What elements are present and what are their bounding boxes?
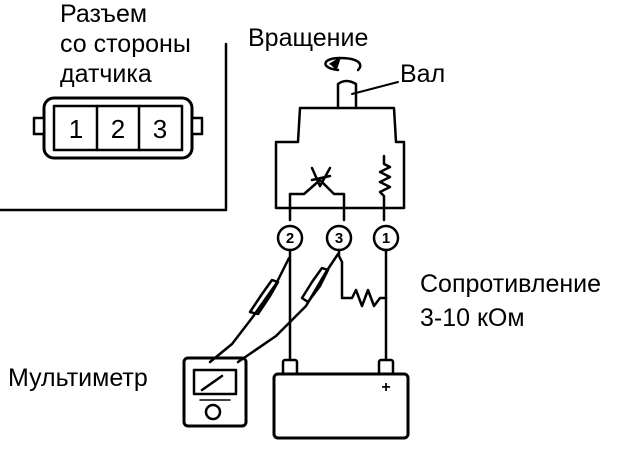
battery: [272, 358, 410, 440]
connector-label-line1: Разъем: [60, 0, 147, 28]
sensor-internals: [288, 154, 392, 222]
terminal-label-2: 2: [286, 230, 294, 247]
connector-pin-1: 1: [69, 114, 83, 144]
connector-pin-2: 2: [111, 114, 125, 144]
connector-label-line2: со стороны: [60, 30, 191, 58]
shaft: [336, 79, 358, 110]
rotation-label: Вращение: [248, 24, 368, 52]
shaft-label: Вал: [400, 60, 445, 88]
terminal-label-3: 3: [335, 230, 343, 247]
multimeter-label: Мультиметр: [8, 364, 148, 392]
shaft-leader-line: [351, 81, 399, 95]
connector-pin-3: 3: [153, 114, 167, 144]
battery-plus-sign: +: [381, 379, 390, 396]
connector-outline: [32, 96, 204, 160]
terminal-label-1: 1: [382, 230, 390, 247]
sensor-body: [274, 106, 406, 210]
connector-label-line3: датчика: [60, 60, 152, 88]
rotation-arrowhead-icon: [329, 57, 341, 71]
inset-frame: [0, 42, 228, 212]
resistance-label-line1: Сопротивление: [420, 270, 601, 298]
resistance-label-line2: 3-10 кОм: [420, 304, 525, 332]
multimeter-leads: [208, 252, 340, 364]
resistor-load: [337, 248, 388, 308]
multimeter: [182, 356, 248, 428]
